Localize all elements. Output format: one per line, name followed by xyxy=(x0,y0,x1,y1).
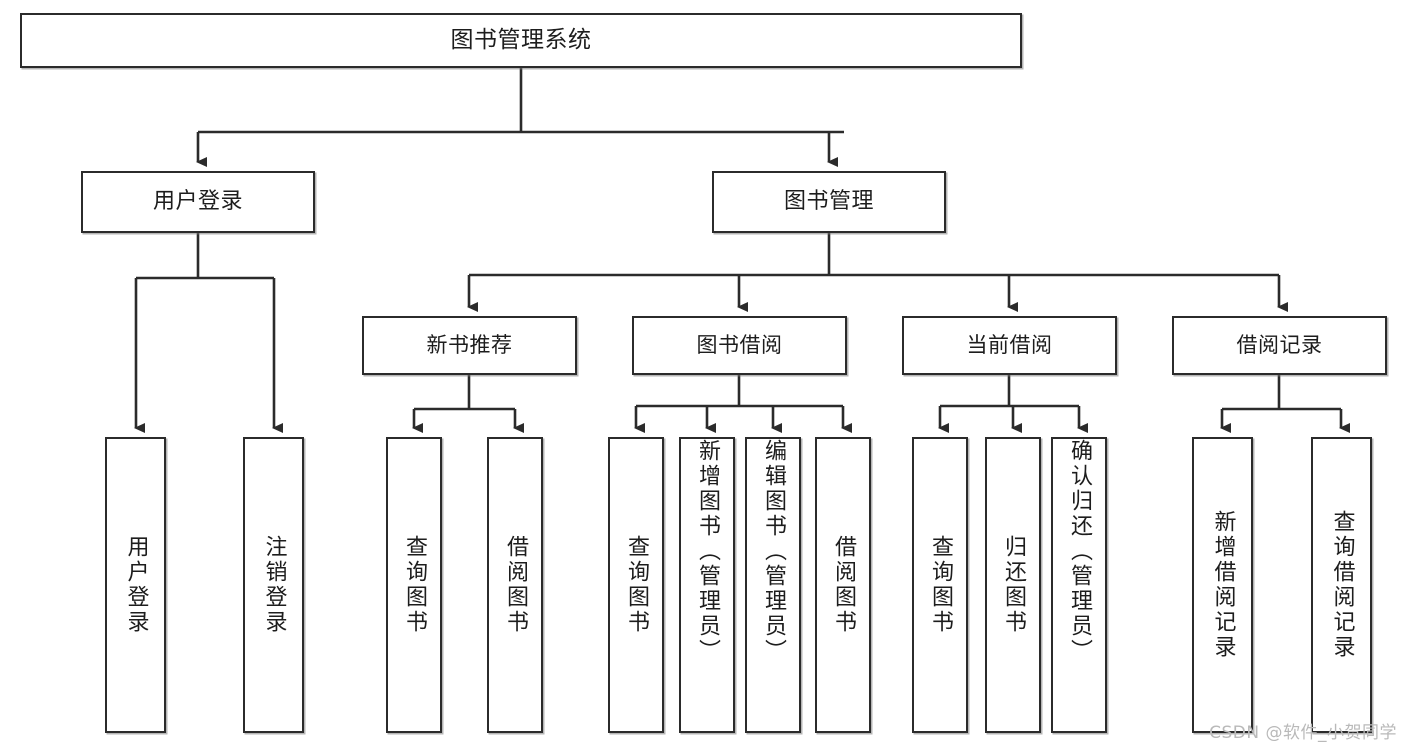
node-leaf-query-book-3[interactable]: 查询图书 xyxy=(912,437,968,733)
node-leaf-add-book-label: 新增图书（管理员） xyxy=(695,439,720,664)
node-leaf-add-book[interactable]: 新增图书（管理员） xyxy=(679,437,735,733)
watermark: CSDN @软件_小贺同学 xyxy=(1209,723,1397,743)
node-leaf-borrow-book-2-label: 借阅图书 xyxy=(831,535,856,635)
node-leaf-query-book-3-label: 查询图书 xyxy=(928,535,953,635)
node-book-manage-label: 图书管理 xyxy=(783,189,874,215)
node-leaf-query-book-1[interactable]: 查询图书 xyxy=(386,437,442,733)
node-leaf-logout[interactable]: 注销登录 xyxy=(243,437,304,733)
node-book-borrow-label: 图书借阅 xyxy=(696,333,783,358)
node-leaf-query-record[interactable]: 查询借阅记录 xyxy=(1311,437,1372,733)
node-leaf-query-record-label: 查询借阅记录 xyxy=(1329,510,1355,660)
node-current-borrow[interactable]: 当前借阅 xyxy=(902,316,1117,375)
node-leaf-edit-book-label: 编辑图书（管理员） xyxy=(761,439,786,664)
node-leaf-logout-label: 注销登录 xyxy=(261,535,287,635)
node-leaf-confirm-return-label: 确认归还（管理员） xyxy=(1067,439,1092,664)
node-user-login-label: 用户登录 xyxy=(152,189,243,215)
node-new-book-rec-label: 新书推荐 xyxy=(426,333,513,358)
node-leaf-return-book[interactable]: 归还图书 xyxy=(985,437,1041,733)
node-leaf-user-login-label: 用户登录 xyxy=(123,535,149,635)
node-user-login[interactable]: 用户登录 xyxy=(81,171,315,233)
node-borrow-record-label: 借阅记录 xyxy=(1236,333,1323,358)
node-root[interactable]: 图书管理系统 xyxy=(20,13,1022,68)
node-leaf-add-record[interactable]: 新增借阅记录 xyxy=(1192,437,1253,733)
node-leaf-return-book-label: 归还图书 xyxy=(1001,535,1026,635)
node-current-borrow-label: 当前借阅 xyxy=(966,333,1053,358)
node-book-borrow[interactable]: 图书借阅 xyxy=(632,316,847,375)
node-leaf-query-book-1-label: 查询图书 xyxy=(402,535,427,635)
node-leaf-edit-book[interactable]: 编辑图书（管理员） xyxy=(745,437,801,733)
node-leaf-user-login[interactable]: 用户登录 xyxy=(105,437,166,733)
node-leaf-borrow-book-2[interactable]: 借阅图书 xyxy=(815,437,871,733)
node-leaf-confirm-return[interactable]: 确认归还（管理员） xyxy=(1051,437,1107,733)
node-borrow-record[interactable]: 借阅记录 xyxy=(1172,316,1387,375)
node-book-manage[interactable]: 图书管理 xyxy=(712,171,946,233)
node-new-book-rec[interactable]: 新书推荐 xyxy=(362,316,577,375)
node-leaf-query-book-2[interactable]: 查询图书 xyxy=(608,437,664,733)
node-leaf-borrow-book-1[interactable]: 借阅图书 xyxy=(487,437,543,733)
node-leaf-query-book-2-label: 查询图书 xyxy=(624,535,649,635)
node-leaf-add-record-label: 新增借阅记录 xyxy=(1210,510,1236,660)
node-root-label: 图书管理系统 xyxy=(450,26,592,53)
node-leaf-borrow-book-1-label: 借阅图书 xyxy=(503,535,528,635)
